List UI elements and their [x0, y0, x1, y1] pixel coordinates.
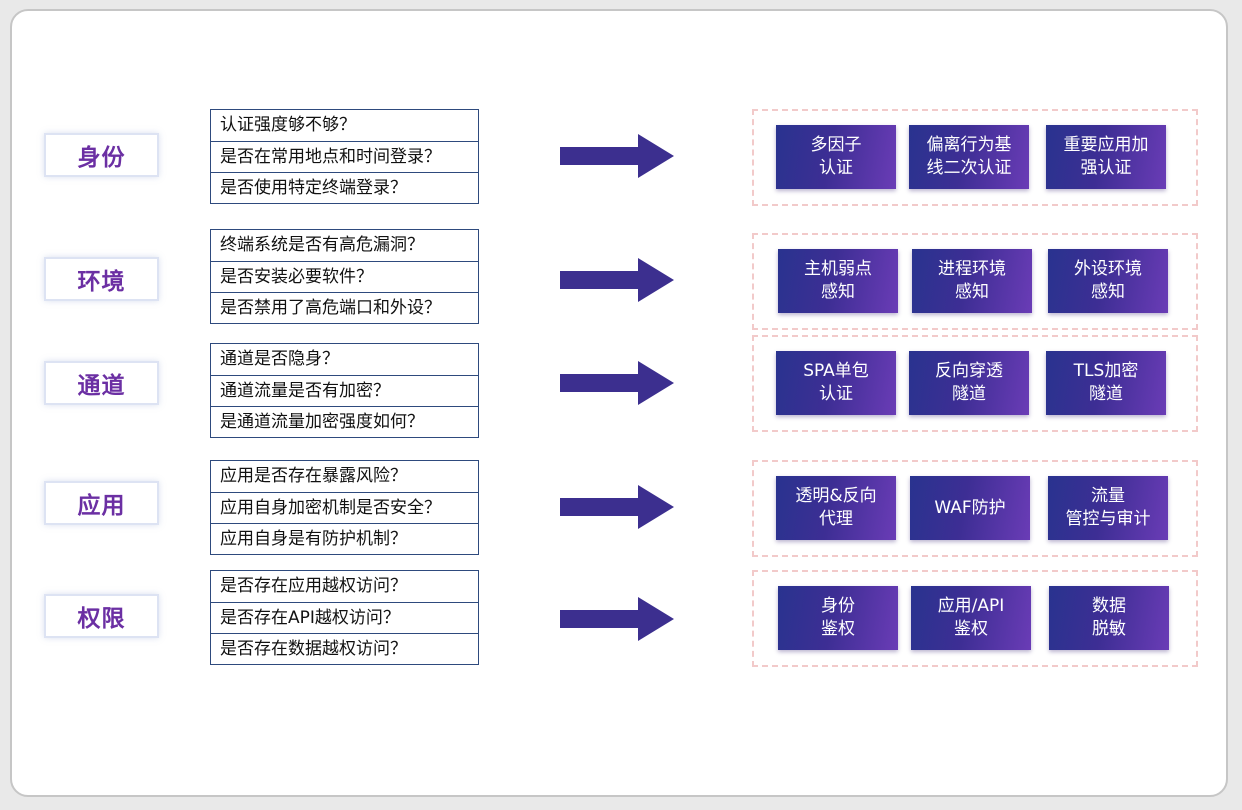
question-item: 是否安装必要软件？ — [211, 261, 478, 292]
diagram-frame: 身份 认证强度够不够？ 是否在常用地点和时间登录？ 是否使用特定终端登录？ 多因… — [10, 9, 1228, 797]
question-list: 通道是否隐身？ 通道流量是否有加密？ 是通道流量加密强度如何？ — [210, 343, 479, 438]
question-item: 是否使用特定终端登录？ — [211, 172, 478, 203]
question-item: 应用是否存在暴露风险？ — [220, 466, 407, 486]
solution-tile: SPA单包认证 — [776, 351, 896, 415]
arrow-right-icon — [560, 597, 674, 641]
solution-group: 透明&反向代理 WAF防护 流量管控与审计 — [752, 460, 1198, 557]
question-item: 终端系统是否有高危漏洞？ — [220, 235, 424, 255]
category-label: 通道 — [44, 361, 159, 405]
solution-tile: 偏离行为基线二次认证 — [909, 125, 1029, 189]
arrow-right-icon — [560, 258, 674, 302]
arrow-right-icon — [560, 134, 674, 178]
solution-tile: 外设环境感知 — [1048, 249, 1168, 313]
solution-group: 主机弱点感知 进程环境感知 外设环境感知 — [752, 233, 1198, 330]
question-item: 应用自身是有防护机制？ — [211, 523, 478, 554]
solution-tile: 身份鉴权 — [778, 586, 898, 650]
question-item: 通道流量是否有加密？ — [211, 375, 478, 406]
solution-tile: 反向穿透隧道 — [909, 351, 1029, 415]
solution-tile: 主机弱点感知 — [778, 249, 898, 313]
question-list: 应用是否存在暴露风险？ 应用自身加密机制是否安全？ 应用自身是有防护机制？ — [210, 460, 479, 555]
category-label: 身份 — [44, 133, 159, 177]
question-item: 认证强度够不够？ — [220, 115, 356, 135]
solution-tile: 重要应用加强认证 — [1046, 125, 1166, 189]
question-item: 是通道流量加密强度如何？ — [211, 406, 478, 437]
solution-tile: WAF防护 — [910, 476, 1030, 540]
question-item: 通道是否隐身？ — [220, 349, 339, 369]
solution-group: 多因子认证 偏离行为基线二次认证 重要应用加强认证 — [752, 109, 1198, 206]
solution-tile: 数据脱敏 — [1049, 586, 1169, 650]
solution-tile: 透明&反向代理 — [776, 476, 896, 540]
arrow-right-icon — [560, 361, 674, 405]
solution-tile: 进程环境感知 — [912, 249, 1032, 313]
question-list: 终端系统是否有高危漏洞？ 是否安装必要软件？ 是否禁用了高危端口和外设？ — [210, 229, 479, 324]
arrow-right-icon — [560, 485, 674, 529]
category-label: 权限 — [44, 594, 159, 638]
question-item: 是否禁用了高危端口和外设？ — [211, 292, 478, 323]
question-item: 是否存在数据越权访问？ — [211, 633, 478, 664]
question-list: 是否存在应用越权访问？ 是否存在API越权访问？ 是否存在数据越权访问？ — [210, 570, 479, 665]
question-list: 认证强度够不够？ 是否在常用地点和时间登录？ 是否使用特定终端登录？ — [210, 109, 479, 204]
category-label: 应用 — [44, 481, 159, 525]
question-item: 应用自身加密机制是否安全？ — [211, 492, 478, 523]
solution-tile: 多因子认证 — [776, 125, 896, 189]
solution-tile: TLS加密隧道 — [1046, 351, 1166, 415]
question-item: 是否在常用地点和时间登录？ — [211, 141, 478, 172]
question-item: 是否存在应用越权访问？ — [220, 576, 407, 596]
category-label: 环境 — [44, 257, 159, 301]
solution-group: SPA单包认证 反向穿透隧道 TLS加密隧道 — [752, 335, 1198, 432]
question-item: 是否存在API越权访问？ — [211, 602, 478, 633]
solution-tile: 流量管控与审计 — [1048, 476, 1168, 540]
